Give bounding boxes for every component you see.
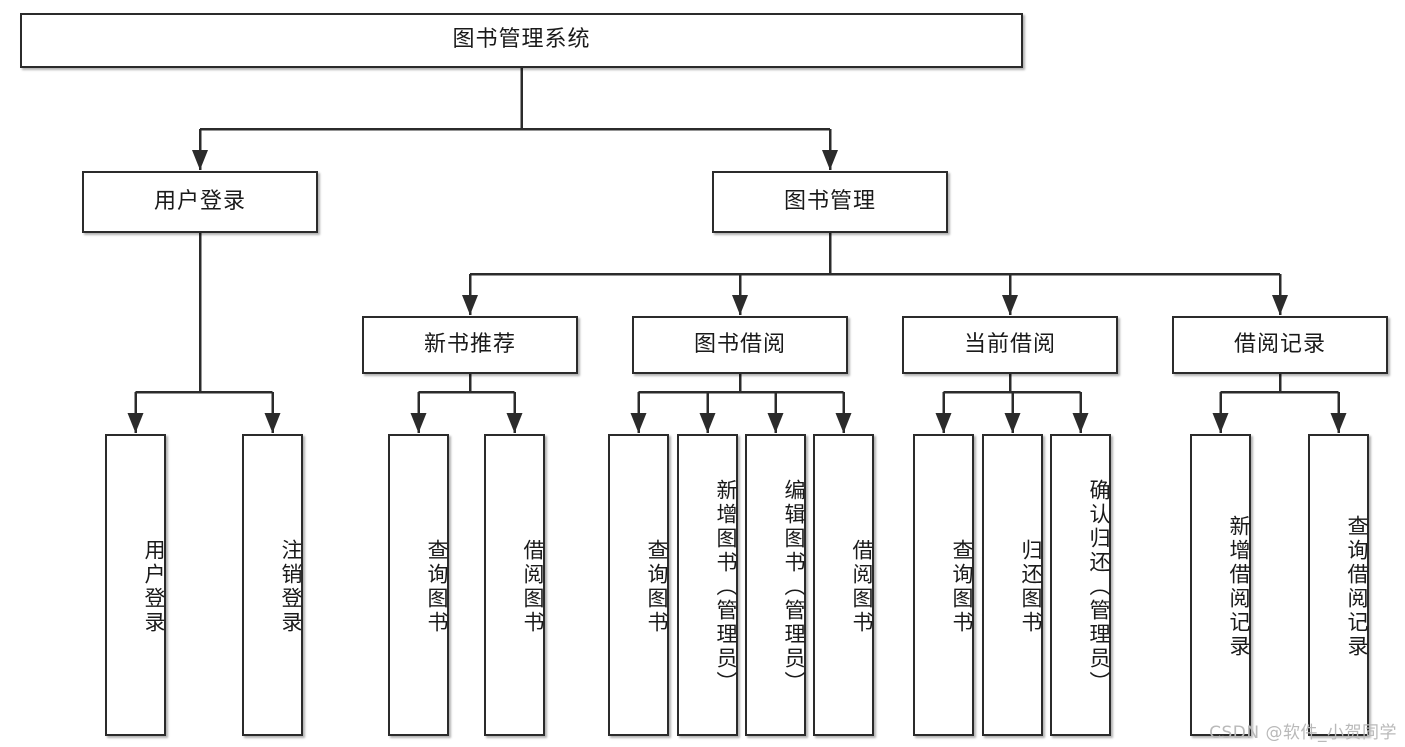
node-book-borrow[interactable]: 图书借阅: [632, 316, 848, 374]
node-leaf-cb-confirm[interactable]: 确认归还（管理员）: [1050, 434, 1111, 736]
node-leaf-bb-edit[interactable]: 编辑图书（管理员）: [745, 434, 806, 736]
node-leaf-bb-query[interactable]: 查询图书: [608, 434, 669, 736]
node-leaf-rec-borrow[interactable]: 借阅图书: [484, 434, 545, 736]
node-current-borrow[interactable]: 当前借阅: [902, 316, 1118, 374]
node-root[interactable]: 图书管理系统: [20, 13, 1023, 68]
node-leaf-br-add[interactable]: 新增借阅记录: [1190, 434, 1251, 736]
node-leaf-cb-query[interactable]: 查询图书: [913, 434, 974, 736]
node-user-login[interactable]: 用户登录: [82, 171, 318, 233]
node-new-book-rec[interactable]: 新书推荐: [362, 316, 578, 374]
node-book-mgmt[interactable]: 图书管理: [712, 171, 948, 233]
node-leaf-bb-borrow[interactable]: 借阅图书: [813, 434, 874, 736]
node-borrow-record[interactable]: 借阅记录: [1172, 316, 1388, 374]
watermark-label: CSDN @软件_小贺同学: [1209, 723, 1397, 743]
node-leaf-rec-query[interactable]: 查询图书: [388, 434, 449, 736]
node-leaf-cb-return[interactable]: 归还图书: [982, 434, 1043, 736]
node-leaf-bb-add[interactable]: 新增图书（管理员）: [677, 434, 738, 736]
node-leaf-user-login[interactable]: 用户登录: [105, 434, 166, 736]
node-leaf-br-query[interactable]: 查询借阅记录: [1308, 434, 1369, 736]
node-leaf-user-logout[interactable]: 注销登录: [242, 434, 303, 736]
